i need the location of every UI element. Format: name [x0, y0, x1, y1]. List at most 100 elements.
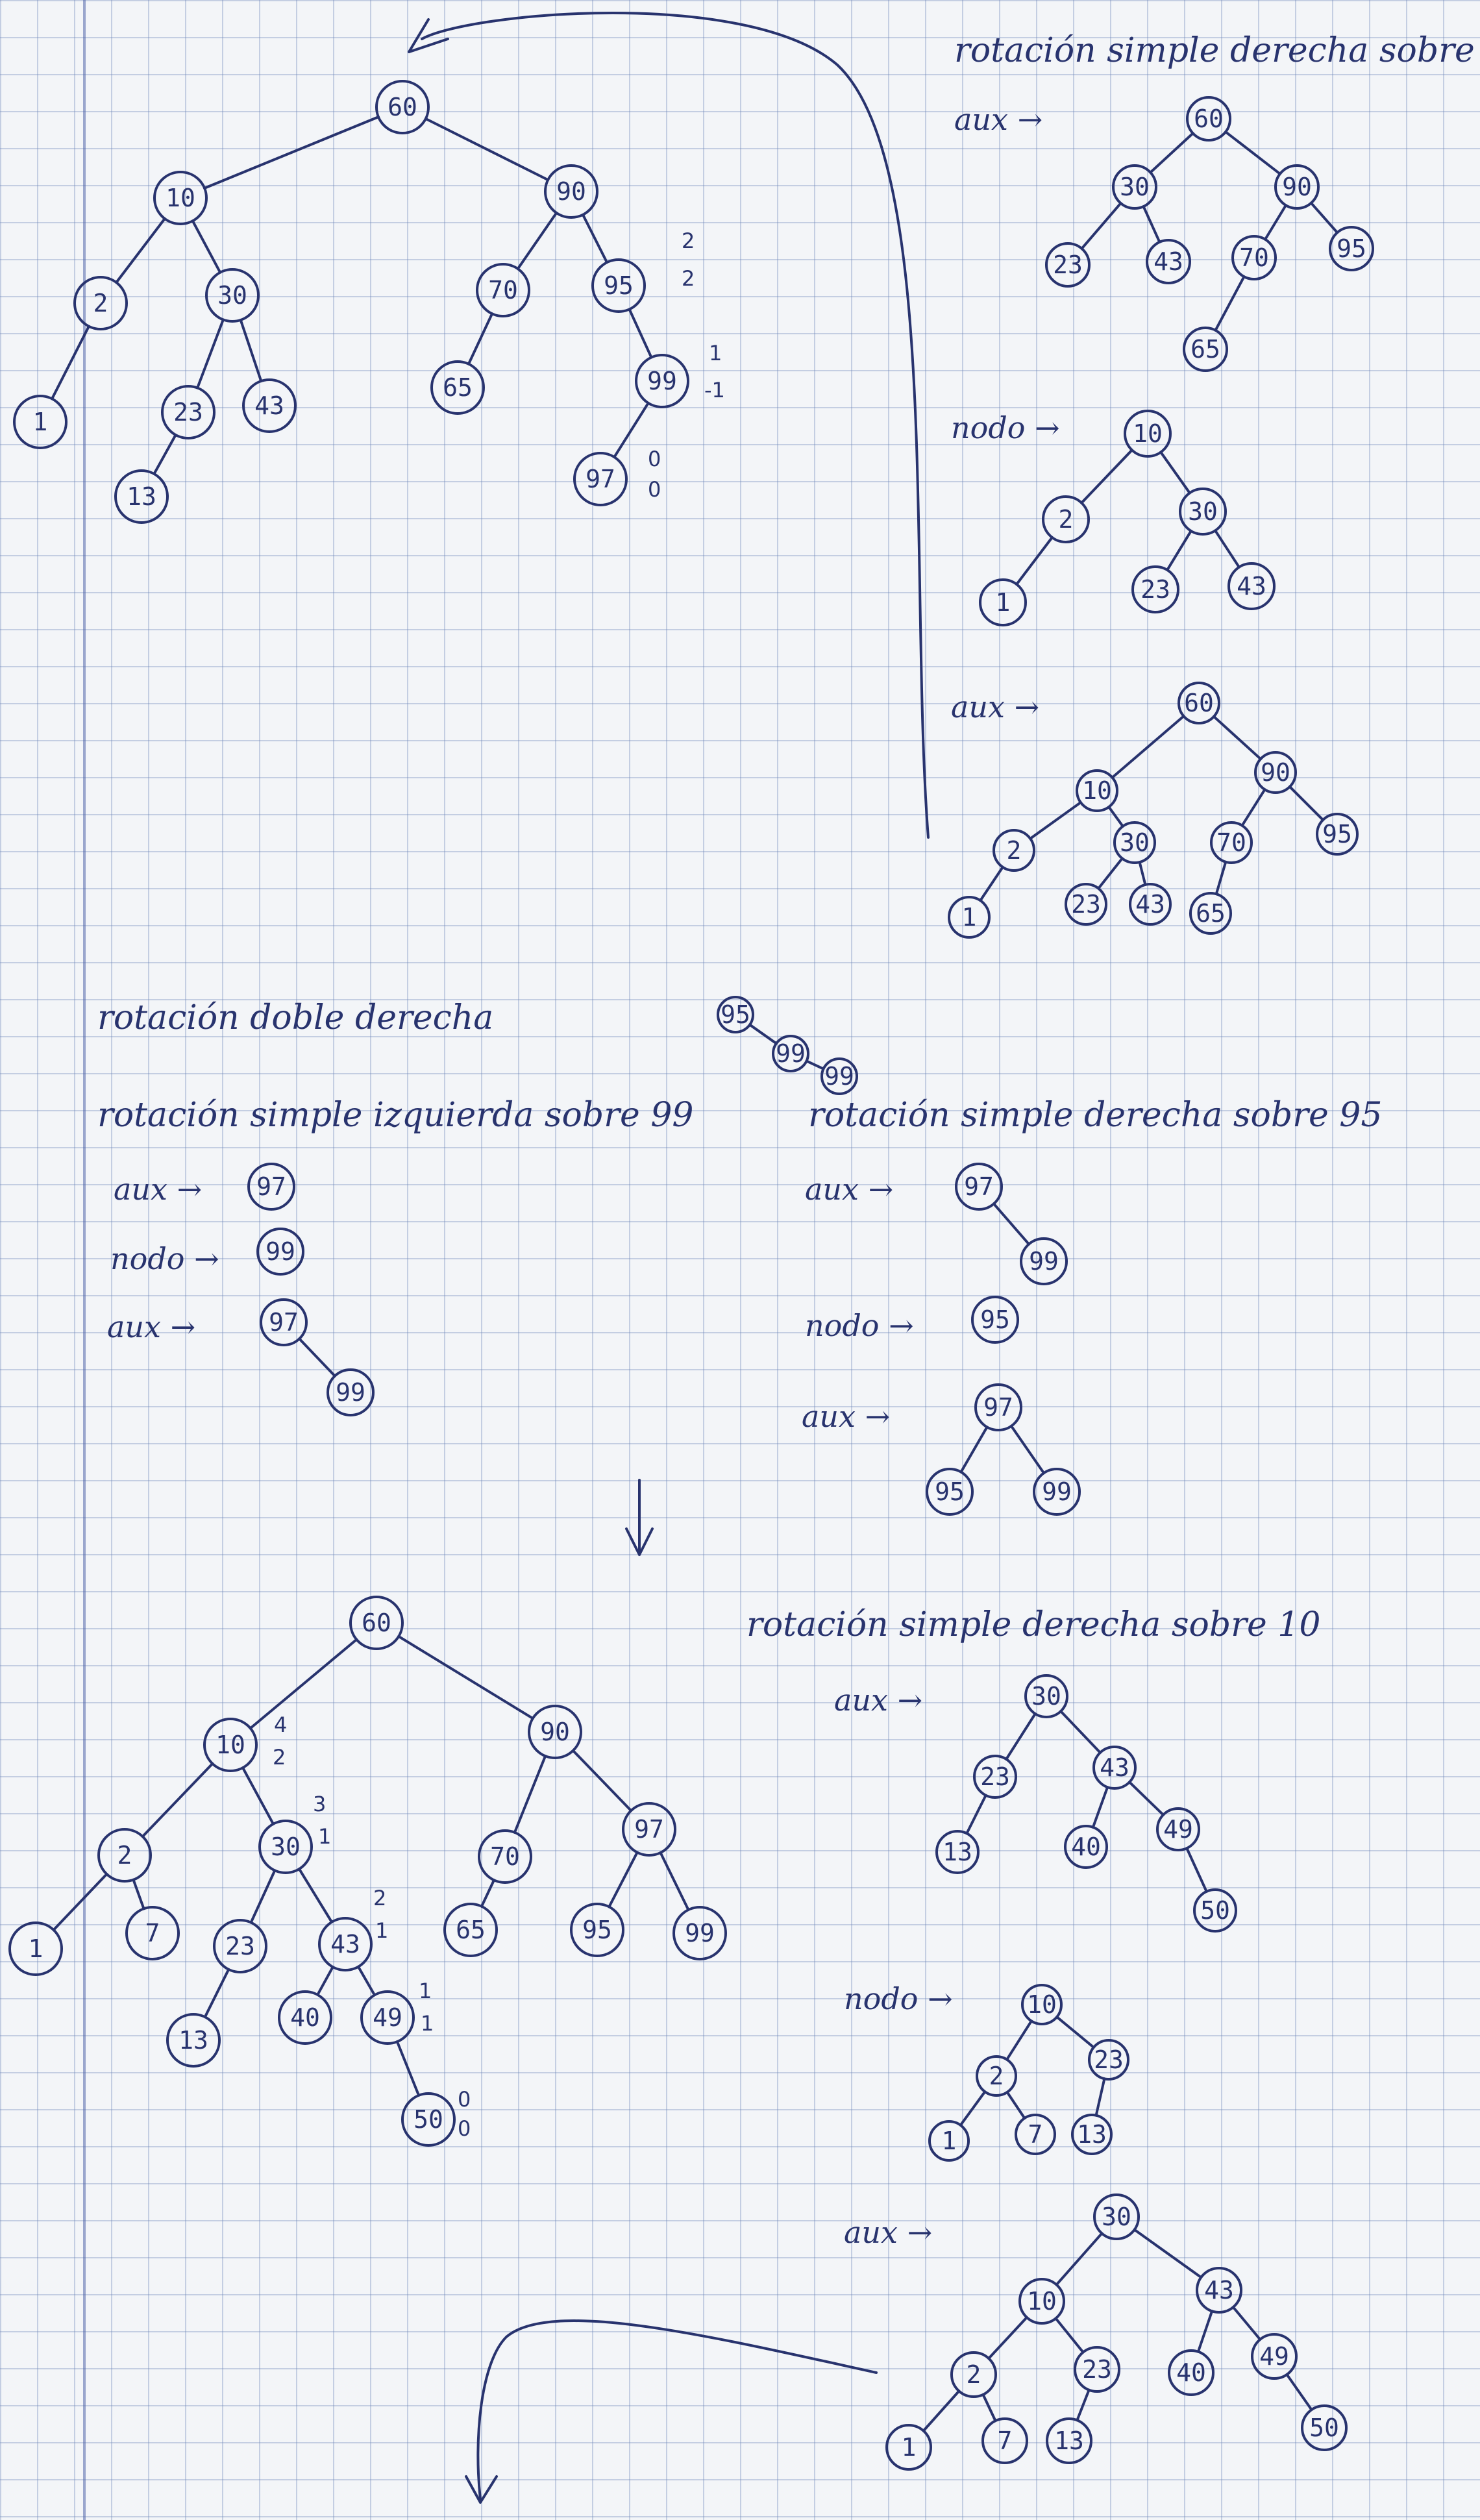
node-circle — [256, 1228, 304, 1276]
tree-edge — [513, 1755, 547, 1834]
node-circle — [318, 1917, 373, 1971]
tree-edge — [241, 1766, 275, 1825]
tree-node-10: 10 — [203, 1718, 258, 1772]
node-label: 13 — [1054, 2427, 1084, 2455]
node-label: 23 — [1094, 2045, 1124, 2074]
node-label: 60 — [388, 93, 417, 121]
node-circle — [1189, 892, 1232, 935]
tree-edge — [1080, 202, 1122, 250]
tree-edge — [51, 325, 90, 401]
node-label: 97 — [256, 1172, 286, 1201]
tag-aux: aux → — [951, 689, 1039, 724]
tree-node-13: 13 — [166, 2013, 221, 2068]
tree-edge — [196, 318, 225, 389]
tree-node-13: 13 — [935, 1830, 980, 1874]
tree-edge — [1009, 1424, 1046, 1475]
tree-node-65: 65 — [1189, 892, 1232, 935]
node-circle — [13, 395, 68, 449]
tree-edge — [959, 1426, 989, 1474]
node-circle — [1168, 2349, 1215, 2396]
node-label: 30 — [1188, 497, 1218, 526]
node-label: 99 — [265, 1237, 295, 1266]
tree-edge — [1097, 857, 1124, 890]
tree-node-30: 30 — [1112, 164, 1157, 210]
tree-node-7: 7 — [981, 2417, 1028, 2464]
tree-edge — [805, 1059, 825, 1070]
curved-arrow-bottom-head — [465, 2475, 498, 2504]
curved-arrow-bottom — [476, 2319, 878, 2501]
tree-edge — [1214, 529, 1240, 569]
node-circle — [327, 1368, 375, 1416]
tree-node-65: 65 — [430, 360, 485, 415]
tag-aux: aux → — [954, 102, 1042, 137]
node-circle — [1046, 2417, 1092, 2464]
tree-edge — [608, 1851, 639, 1909]
tree-edge — [1138, 861, 1147, 886]
node-circle — [1015, 2114, 1056, 2155]
tree-node-23: 23 — [213, 1919, 267, 1973]
balance-49-top: 1 — [419, 1979, 432, 2003]
node-circle — [1045, 242, 1091, 288]
node-circle — [1196, 2267, 1242, 2314]
tag-nodo: nodo → — [110, 1241, 219, 1276]
tree-node-95: 95 — [926, 1468, 974, 1516]
node-circle — [928, 2120, 970, 2162]
tree-node-40: 40 — [278, 1990, 332, 2045]
node-label: 95 — [721, 1000, 750, 1029]
node-circle — [955, 1163, 1003, 1211]
node-label: 70 — [1216, 828, 1246, 857]
node-circle — [1076, 769, 1118, 812]
node-label: 13 — [943, 1838, 972, 1866]
heading-rotacion-simple-izquierda-99: rotación simple izquierda sobre 99 — [97, 1096, 693, 1135]
tree-node-49: 49 — [1156, 1807, 1200, 1851]
node-circle — [971, 1296, 1019, 1344]
node-label: 49 — [1163, 1815, 1193, 1844]
tree-node-97: 97 — [974, 1383, 1022, 1431]
node-circle — [717, 996, 754, 1033]
tree-edge — [1091, 1786, 1109, 1829]
node-label: 10 — [166, 184, 195, 212]
node-label: 43 — [254, 391, 284, 420]
node-circle — [979, 578, 1027, 626]
tree-node-1: 1 — [948, 896, 991, 939]
node-circle — [1254, 751, 1297, 794]
balance-95-top: 2 — [682, 229, 695, 253]
node-label: 10 — [1082, 776, 1112, 805]
tree-node-7: 7 — [125, 1906, 180, 1960]
tree-edge — [1029, 801, 1082, 840]
heading-rotacion-simple-derecha-10: rotación simple derecha sobre 10 — [954, 31, 1480, 70]
tree-edge — [115, 217, 166, 284]
node-circle — [1065, 883, 1107, 926]
tree-node-49: 49 — [360, 1990, 415, 2045]
tag-aux: aux → — [114, 1172, 202, 1207]
tree-node-43: 43 — [318, 1917, 373, 1971]
node-circle — [1074, 2346, 1120, 2393]
node-label: 40 — [290, 2003, 320, 2032]
tree-edge — [1215, 860, 1227, 896]
tree-edge — [1214, 275, 1246, 332]
node-label: 90 — [540, 1718, 570, 1746]
tree-node-97: 97 — [955, 1163, 1003, 1211]
node-label: 23 — [980, 1762, 1010, 1791]
node-circle — [1020, 1237, 1068, 1285]
node-circle — [993, 829, 1035, 872]
tree-node-23: 23 — [1088, 2039, 1129, 2081]
tree-edge — [922, 2390, 961, 2432]
tree-edge — [467, 312, 494, 365]
node-circle — [349, 1596, 404, 1650]
tree-edge — [298, 1337, 336, 1377]
node-label: 50 — [1309, 2414, 1339, 2442]
node-circle — [1018, 2278, 1065, 2325]
tree-node-50: 50 — [1301, 2404, 1348, 2451]
node-label: 90 — [556, 177, 586, 206]
tree-node-23: 23 — [1045, 242, 1091, 288]
node-label: 13 — [179, 2026, 208, 2055]
node-circle — [476, 263, 530, 317]
node-label: 13 — [127, 482, 156, 511]
tag-nodo: nodo → — [805, 1308, 914, 1343]
tree-edge — [203, 116, 380, 190]
balance-97-bottom: 0 — [648, 477, 661, 502]
